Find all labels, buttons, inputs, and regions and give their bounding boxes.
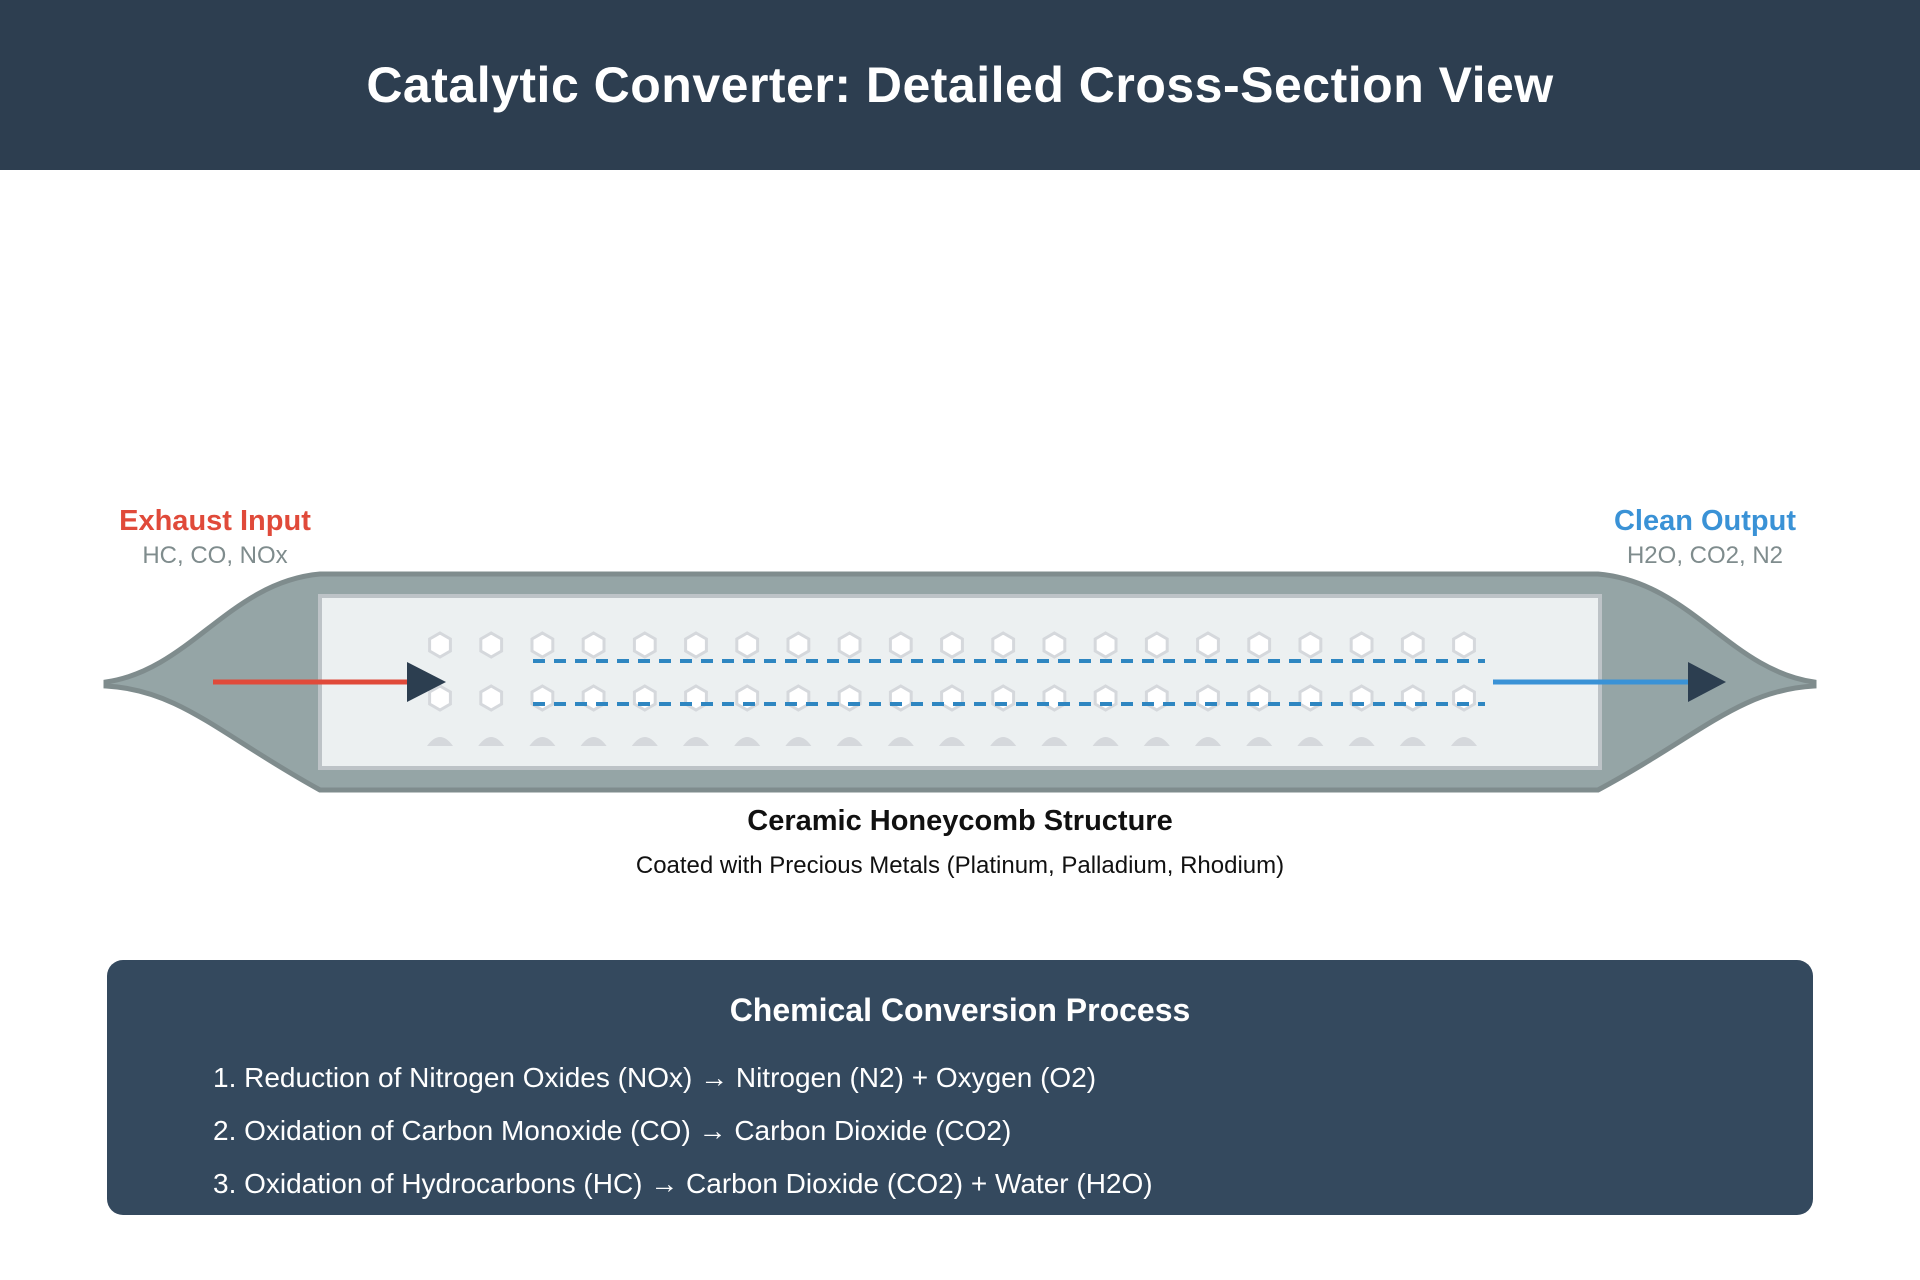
honeycomb-cell-partial [478, 737, 505, 746]
honeycomb-cell [581, 684, 606, 712]
exhaust-input-title: Exhaust Input [119, 505, 311, 537]
clean-output-gases: H2O, CO2, N2 [1626, 542, 1784, 569]
honeycomb-cell [1400, 631, 1425, 659]
honeycomb-cell-partial [683, 737, 709, 746]
honeycomb-cell [684, 684, 708, 712]
honeycomb-cell [1400, 684, 1425, 712]
process-step: 3. Oxidation of Hydrocarbons (HC) → Carb… [213, 1168, 1153, 1199]
honeycomb-cell [1298, 631, 1323, 659]
honeycomb-cell-partial [1348, 737, 1375, 746]
honeycomb-cell [530, 684, 555, 712]
honeycomb-cell [1042, 631, 1067, 659]
process-title: Chemical Conversion Process [729, 992, 1191, 1028]
honeycomb-cell-partial [887, 737, 914, 746]
honeycomb-cell-partial [1297, 737, 1324, 746]
honeycomb-cell-partial [939, 737, 965, 746]
honeycomb-cell [1196, 631, 1220, 659]
honeycomb-cells [427, 631, 1477, 746]
honeycomb-cell [1452, 684, 1476, 712]
process-steps: 1. Reduction of Nitrogen Oxides (NOx) → … [213, 1060, 1153, 1219]
honeycomb-cell [940, 631, 964, 659]
core-subtitle: Coated with Precious Metals (Platinum, P… [635, 852, 1285, 879]
honeycomb-cell [837, 684, 862, 712]
honeycomb-cell-partial [1246, 737, 1273, 746]
honeycomb-cell [837, 631, 862, 659]
honeycomb-cell [1144, 684, 1169, 712]
honeycomb-cell [479, 631, 504, 659]
honeycomb-cell [1298, 684, 1323, 712]
honeycomb-cell [991, 631, 1016, 659]
clean-output-label: Clean Output H2O, CO2, N2 [1590, 505, 1820, 570]
honeycomb-cell [888, 684, 913, 712]
honeycomb-cell [1144, 631, 1169, 659]
honeycomb-cell [888, 631, 913, 659]
core-title: Ceramic Honeycomb Structure [747, 805, 1173, 837]
honeycomb-cell [1093, 631, 1118, 659]
honeycomb-cell-partial [1092, 737, 1119, 746]
honeycomb-cell [1093, 684, 1118, 712]
process-panel: Chemical Conversion Process 1. Reduction… [107, 960, 1813, 1215]
honeycomb-cell-partial [1399, 737, 1426, 746]
honeycomb-cell-partial [631, 737, 658, 746]
exhaust-input-label: Exhaust Input HC, CO, NOx [100, 505, 330, 570]
honeycomb-cell-partial [1143, 737, 1170, 746]
honeycomb-cell-partial [529, 737, 556, 746]
header-bar: Catalytic Converter: Detailed Cross-Sect… [0, 0, 1920, 170]
honeycomb-cell [1196, 684, 1220, 712]
honeycomb-cell [1349, 631, 1374, 659]
honeycomb-cell-partial [1041, 737, 1068, 746]
honeycomb-cell [1042, 684, 1067, 712]
honeycomb-cell-partial [734, 737, 761, 746]
honeycomb-cell [940, 684, 964, 712]
honeycomb-cell [1349, 684, 1374, 712]
honeycomb-cell [428, 684, 452, 712]
honeycomb-cell [991, 684, 1016, 712]
honeycomb-cell-partial [990, 737, 1017, 746]
converter-diagram [103, 571, 1817, 793]
honeycomb-cell-partial [427, 737, 453, 746]
honeycomb-cell-partial [1451, 737, 1477, 746]
input-arrow-head [407, 662, 446, 702]
honeycomb-cell [530, 631, 555, 659]
honeycomb-cell [1247, 684, 1272, 712]
honeycomb-cell [735, 631, 760, 659]
honeycomb-cell [1247, 631, 1272, 659]
process-step: 2. Oxidation of Carbon Monoxide (CO) → C… [213, 1115, 1012, 1146]
honeycomb-cell [735, 684, 760, 712]
honeycomb-cell-partial [580, 737, 607, 746]
honeycomb-cell [786, 631, 811, 659]
honeycomb-cell [1452, 631, 1476, 659]
honeycomb-cell-partial [785, 737, 812, 746]
output-arrow-head [1688, 662, 1726, 702]
process-step: 1. Reduction of Nitrogen Oxides (NOx) → … [213, 1062, 1097, 1093]
honeycomb-cell [428, 631, 452, 659]
honeycomb-cell [581, 631, 606, 659]
honeycomb-cell [632, 684, 657, 712]
honeycomb-cell [632, 631, 657, 659]
honeycomb-cell-partial [836, 737, 863, 746]
honeycomb-cell-partial [1195, 737, 1221, 746]
clean-output-title: Clean Output [1613, 505, 1797, 537]
exhaust-input-gases: HC, CO, NOx [142, 542, 288, 569]
page-title: Catalytic Converter: Detailed Cross-Sect… [366, 57, 1554, 113]
honeycomb-cell [479, 684, 504, 712]
honeycomb-cell [684, 631, 708, 659]
honeycomb-cell [786, 684, 811, 712]
